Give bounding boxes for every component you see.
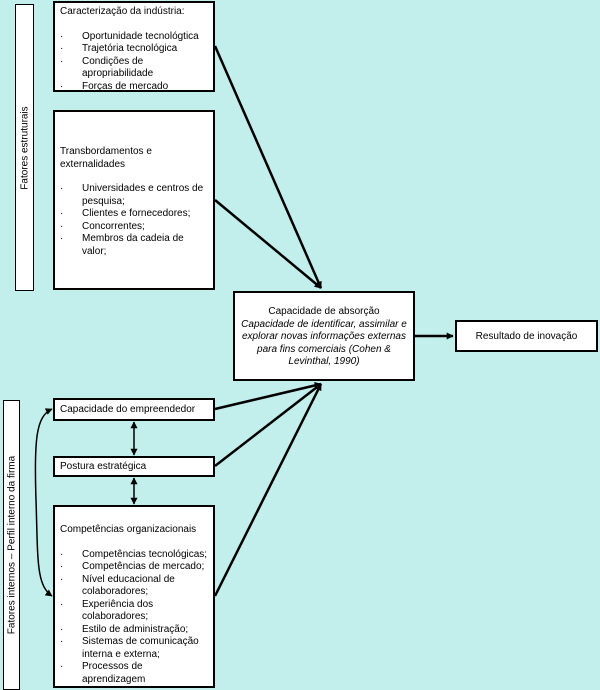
list-item: Membros da cadeia de valor; — [60, 233, 208, 258]
spillovers-list: Universidades e centros de pesquisa; Cli… — [60, 183, 208, 258]
list-item: Processos de aprendizagem — [60, 661, 208, 686]
arrow-spillovers-to-absorptive — [214, 199, 322, 289]
list-item: Trajetória tecnológica — [60, 43, 208, 56]
arrow-industry-to-absorptive — [213, 45, 323, 289]
spillovers-title: Transbordamentos e externalidades — [60, 146, 152, 170]
spillovers-box: Transbordamentos e externalidades Univer… — [53, 110, 215, 290]
list-item: Competências tecnológicas; — [60, 549, 208, 562]
curved-arrow-entrepreneur-competencies — [34, 408, 53, 597]
list-item: Competências de mercado; — [60, 561, 208, 574]
list-item: Clientes e fornecedores; — [60, 208, 208, 221]
industry-characterization-title: Caracterização da indústria: — [60, 6, 185, 17]
entrepreneur-capacity-label: Capacidade do empreendedor — [60, 404, 196, 415]
list-item: Experiência dos colaboradores; — [60, 599, 208, 624]
list-item: Estilo de administração; — [60, 624, 208, 637]
structural-factors-label-box: Fatores estruturais — [15, 4, 34, 291]
absorptive-capacity-title: Capacidade de absorção — [268, 306, 380, 317]
industry-characterization-box: Caracterização da indústria: Oportunidad… — [53, 1, 215, 94]
absorptive-capacity-box: Capacidade de absorção Capacidade de ide… — [233, 291, 415, 381]
list-item: Concorrentes; — [60, 221, 208, 234]
industry-characterization-list: Oportunidade tecnológtica Trajetória tec… — [60, 31, 208, 94]
arrow-competencies-to-absorptive — [213, 383, 323, 597]
arrow-strategy-to-absorptive — [214, 383, 322, 467]
arrow-entrepreneur-to-absorptive — [214, 382, 322, 411]
innovation-result-box: Resultado de inovação — [455, 320, 598, 352]
list-item: Sistemas de comunicação interna e extern… — [60, 636, 208, 661]
organizational-competencies-list: Competências tecnológicas; Competências … — [60, 549, 208, 687]
absorptive-capacity-description: Capacidade de identificar, assimilar e e… — [241, 318, 407, 368]
strategic-posture-label: Postura estratégica — [60, 461, 147, 472]
list-item: Condições de apropriabilidade — [60, 56, 208, 81]
organizational-competencies-title: Competências organizacionais — [60, 524, 197, 535]
list-item: Oportunidade tecnológtica — [60, 31, 208, 44]
absorptive-capacity-citation: (Cohen & Levinthal, 1990) — [288, 343, 391, 368]
list-item: Forças de mercado — [60, 81, 208, 94]
innovation-result-label: Resultado de inovação — [475, 331, 578, 342]
strategic-posture-box: Postura estratégica — [53, 456, 215, 477]
list-item: Universidades e centros de pesquisa; — [60, 183, 208, 208]
organizational-competencies-box: Competências organizacionais Competência… — [53, 505, 215, 688]
entrepreneur-capacity-box: Capacidade do empreendedor — [53, 398, 215, 421]
list-item: Nível educacional de colaboradores; — [60, 574, 208, 599]
